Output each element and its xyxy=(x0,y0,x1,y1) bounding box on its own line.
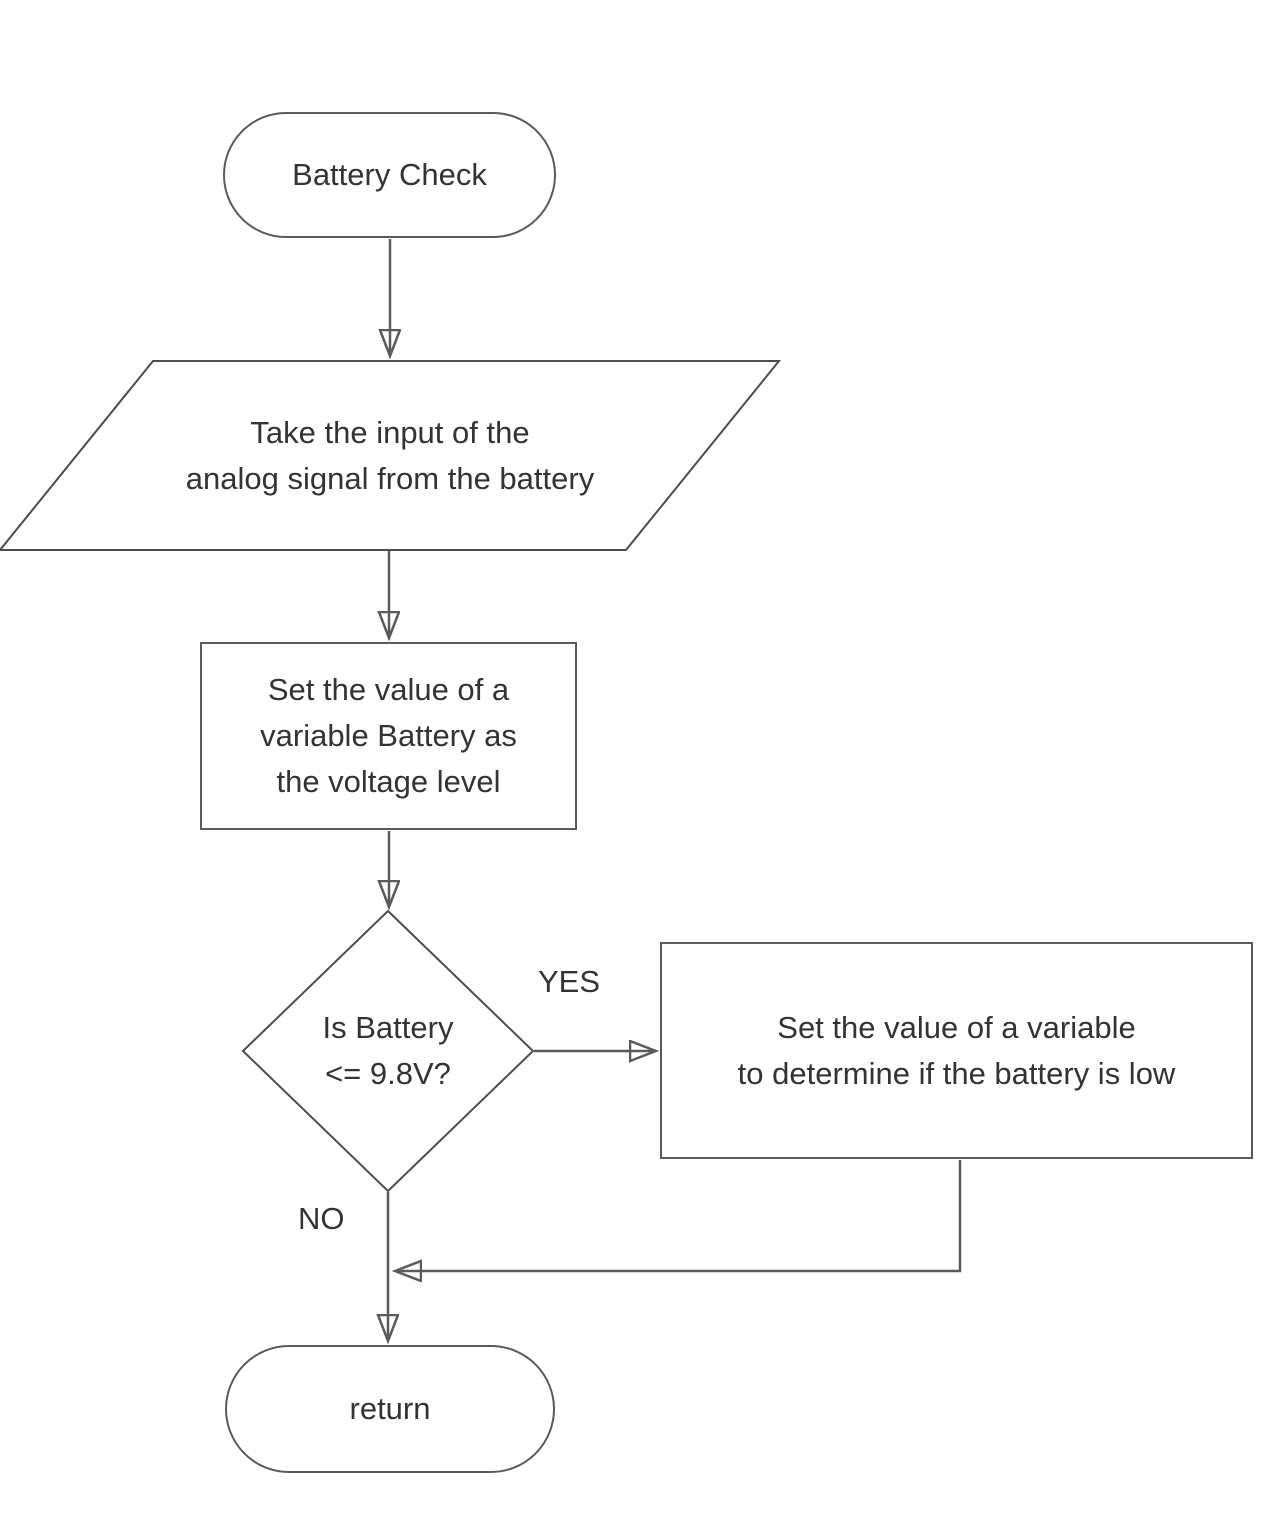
node-set-variable-process: Set the value of a variable Battery as t… xyxy=(200,642,577,830)
decision-diamond-shape xyxy=(241,909,535,1193)
edge-label-yes: YES xyxy=(538,964,601,999)
edge-lowflag-to-junction xyxy=(396,1160,962,1271)
edge-label-no: NO xyxy=(298,1201,345,1236)
node-set-low-flag-process: Set the value of a variable to determine… xyxy=(660,942,1253,1159)
node-end-terminator: return xyxy=(225,1345,555,1473)
node-set-variable-label-line2: variable Battery as xyxy=(260,718,517,753)
node-start-label: Battery Check xyxy=(292,157,487,192)
node-set-variable-label-line3: the voltage level xyxy=(276,764,501,799)
node-set-low-flag-label-line2: to determine if the battery is low xyxy=(737,1055,1176,1091)
node-end-label: return xyxy=(349,1391,431,1426)
node-set-low-flag-label-line1: Set the value of a variable xyxy=(777,1009,1136,1045)
input-parallelogram-shape xyxy=(0,360,782,551)
node-start-terminator: Battery Check xyxy=(223,112,556,238)
node-set-variable-label-line1: Set the value of a xyxy=(267,672,510,707)
